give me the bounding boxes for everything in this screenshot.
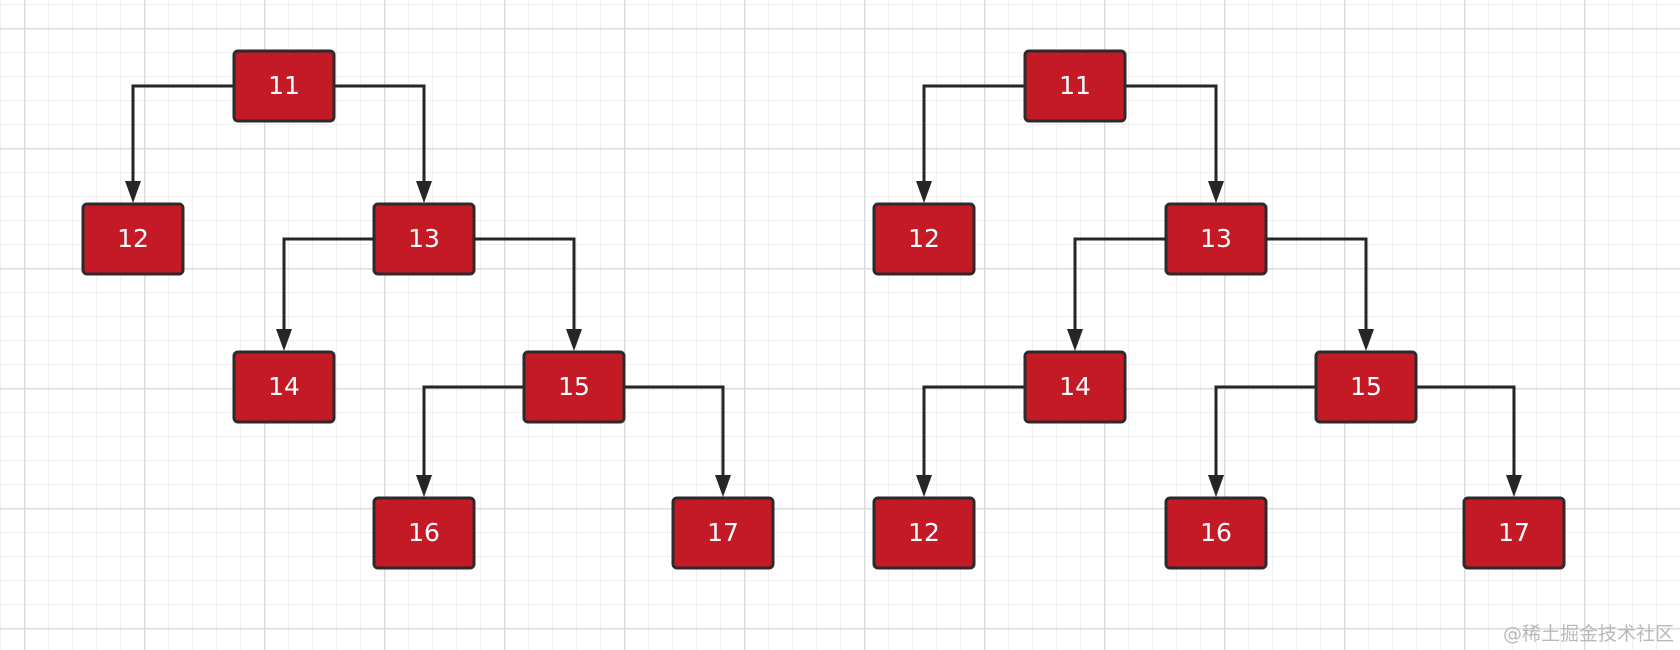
arrowhead bbox=[125, 181, 141, 203]
node-box bbox=[232, 350, 336, 424]
arrowhead bbox=[276, 329, 292, 351]
node-label: 12 bbox=[908, 224, 940, 253]
edge-a13-a14 bbox=[276, 237, 374, 351]
edge-a15-a16 bbox=[416, 385, 524, 497]
node-label: 17 bbox=[1498, 518, 1530, 547]
edge-b13-b14 bbox=[1067, 237, 1166, 351]
node-box bbox=[372, 202, 476, 276]
edge-line bbox=[922, 84, 1025, 181]
arrowhead bbox=[416, 475, 432, 497]
node-label: 17 bbox=[707, 518, 739, 547]
edge-b15-b17 bbox=[1416, 385, 1522, 497]
tree-node-17: 17 bbox=[671, 496, 775, 570]
arrowhead bbox=[1358, 329, 1374, 351]
arrowhead bbox=[916, 475, 932, 497]
tree-node-13: 13 bbox=[372, 202, 476, 276]
node-label: 11 bbox=[268, 71, 300, 100]
edge-b14-b12b bbox=[916, 385, 1025, 497]
node-label: 13 bbox=[1200, 224, 1232, 253]
node-box bbox=[1023, 350, 1127, 424]
arrowhead bbox=[416, 181, 432, 203]
edge-line bbox=[1125, 84, 1218, 181]
tree-node-13: 13 bbox=[1164, 202, 1268, 276]
tree-node-11: 11 bbox=[232, 49, 336, 123]
edge-a13-a15 bbox=[474, 237, 582, 351]
tree-node-15: 15 bbox=[522, 350, 626, 424]
tree-node-16: 16 bbox=[372, 496, 476, 570]
edge-a11-a13 bbox=[334, 84, 432, 203]
tree-node-12: 12 bbox=[81, 202, 185, 276]
node-box bbox=[1314, 350, 1418, 424]
edge-line bbox=[624, 385, 725, 475]
node-box bbox=[522, 350, 626, 424]
edge-line bbox=[1073, 237, 1166, 329]
node-box bbox=[872, 496, 976, 570]
node-label: 13 bbox=[408, 224, 440, 253]
edge-line bbox=[422, 385, 524, 475]
edge-line bbox=[282, 237, 374, 329]
edge-b11-b13 bbox=[1125, 84, 1224, 203]
node-box bbox=[372, 496, 476, 570]
edge-a15-a17 bbox=[624, 385, 731, 497]
node-label: 14 bbox=[268, 372, 300, 401]
node-label: 11 bbox=[1059, 71, 1091, 100]
node-box bbox=[1164, 202, 1268, 276]
node-box bbox=[872, 202, 976, 276]
edge-a11-a12 bbox=[125, 84, 234, 203]
node-box bbox=[671, 496, 775, 570]
edges-layer bbox=[125, 84, 1522, 497]
node-box bbox=[81, 202, 185, 276]
edge-b15-b16 bbox=[1208, 385, 1316, 497]
arrowhead bbox=[566, 329, 582, 351]
node-label: 12 bbox=[117, 224, 149, 253]
node-box bbox=[232, 49, 336, 123]
edge-line bbox=[1266, 237, 1368, 329]
edge-b11-b12 bbox=[916, 84, 1025, 203]
tree-node-12: 12 bbox=[872, 202, 976, 276]
edge-line bbox=[1416, 385, 1516, 475]
arrowhead bbox=[1506, 475, 1522, 497]
tree-node-14: 14 bbox=[232, 350, 336, 424]
edge-line bbox=[922, 385, 1025, 475]
edge-line bbox=[131, 84, 234, 181]
watermark: @稀土掘金技术社区 bbox=[1502, 623, 1674, 645]
tree-node-11: 11 bbox=[1023, 49, 1127, 123]
tree-node-15: 15 bbox=[1314, 350, 1418, 424]
edge-b13-b15 bbox=[1266, 237, 1374, 351]
tree-node-12: 12 bbox=[872, 496, 976, 570]
node-box bbox=[1462, 496, 1566, 570]
nodes-layer: 11 12 13 14 15 16 17 11 12 13 14 15 12 16 17 bbox=[81, 49, 1566, 570]
node-label: 15 bbox=[1350, 372, 1382, 401]
node-box bbox=[1023, 49, 1127, 123]
tree-node-14: 14 bbox=[1023, 350, 1127, 424]
node-box bbox=[1164, 496, 1268, 570]
tree-node-17: 17 bbox=[1462, 496, 1566, 570]
arrowhead bbox=[1067, 329, 1083, 351]
node-label: 15 bbox=[558, 372, 590, 401]
edge-line bbox=[1214, 385, 1316, 475]
node-label: 14 bbox=[1059, 372, 1091, 401]
node-label: 12 bbox=[908, 518, 940, 547]
arrowhead bbox=[1208, 181, 1224, 203]
edge-line bbox=[334, 84, 426, 181]
node-label: 16 bbox=[408, 518, 440, 547]
node-label: 16 bbox=[1200, 518, 1232, 547]
arrowhead bbox=[715, 475, 731, 497]
tree-node-16: 16 bbox=[1164, 496, 1268, 570]
arrowhead bbox=[916, 181, 932, 203]
edge-line bbox=[474, 237, 576, 329]
arrowhead bbox=[1208, 475, 1224, 497]
